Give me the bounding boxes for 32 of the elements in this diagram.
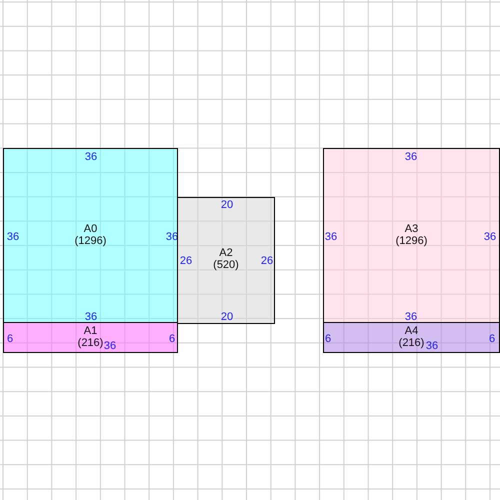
area-rectangle xyxy=(323,148,500,323)
area-value: (520) xyxy=(213,259,239,271)
dimension-label: 36 xyxy=(84,151,98,163)
area-value: (1296) xyxy=(74,235,106,247)
area-rectangle xyxy=(177,197,275,324)
area-value: (1296) xyxy=(396,235,428,247)
room-name: A3 xyxy=(404,223,418,235)
room-name: A2 xyxy=(219,247,233,259)
dimension-label: 36 xyxy=(404,311,418,323)
area-value: (216) xyxy=(78,337,104,349)
room-name: A1 xyxy=(84,325,98,337)
dimension-label: 26 xyxy=(180,255,192,267)
room-name: A0 xyxy=(84,223,98,235)
dimension-label: 6 xyxy=(488,333,496,345)
dimension-label: 36 xyxy=(426,340,438,352)
area-rectangle xyxy=(3,322,178,353)
room-name: A4 xyxy=(404,325,418,337)
area-value: (216) xyxy=(398,337,424,349)
dimension-label: 36 xyxy=(104,340,116,352)
dimension-label: 26 xyxy=(260,255,274,267)
dimension-label: 36 xyxy=(484,231,496,243)
area-rectangle xyxy=(3,148,178,323)
dimension-label: 6 xyxy=(168,333,176,345)
dimension-label: 36 xyxy=(6,231,20,243)
dimension-label: 6 xyxy=(6,333,14,345)
dimension-label: 36 xyxy=(84,311,98,323)
dimension-label: 20 xyxy=(220,311,234,323)
dimension-label: 36 xyxy=(324,231,338,243)
area-rectangle xyxy=(323,322,500,353)
dimension-label: 36 xyxy=(404,151,418,163)
dimension-label: 20 xyxy=(220,199,234,211)
dimension-label: 6 xyxy=(324,333,332,345)
